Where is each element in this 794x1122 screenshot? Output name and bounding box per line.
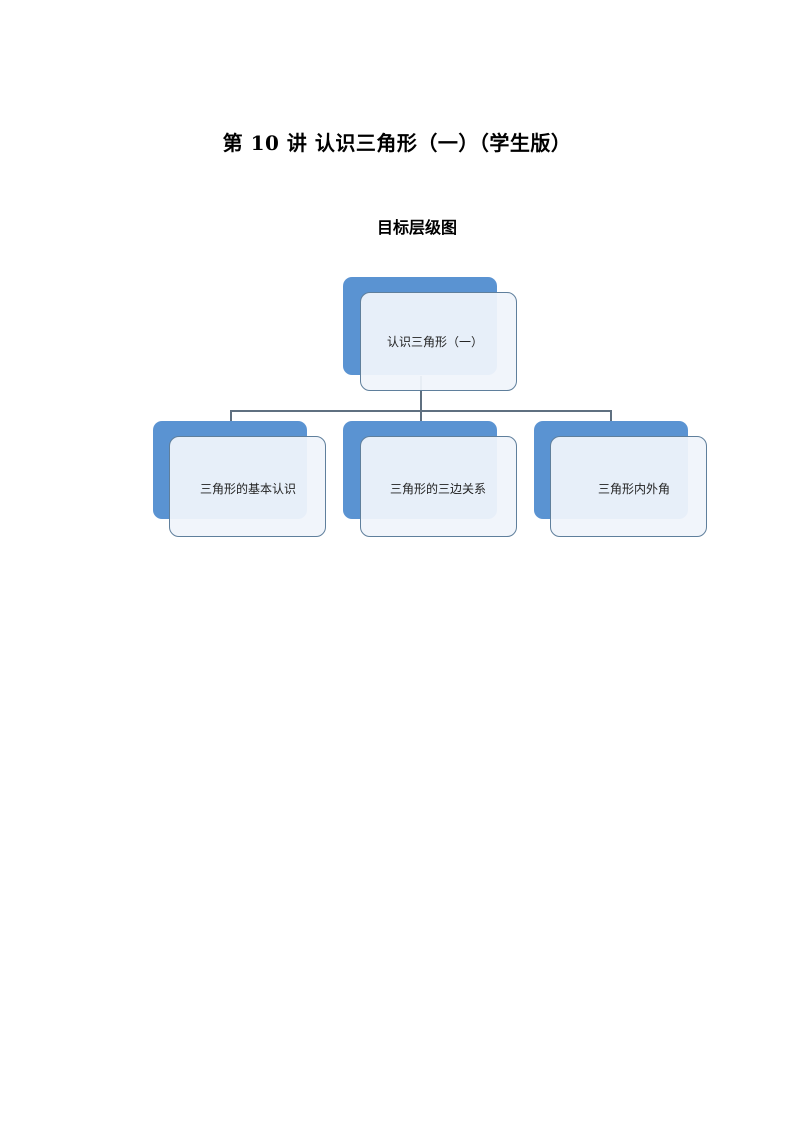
child-node-1-label: 三角形的基本认识 — [199, 482, 296, 496]
connector-child-2 — [420, 410, 422, 422]
child-node-2-front — [360, 436, 517, 537]
connector-child-1 — [230, 410, 232, 422]
root-node-front — [360, 292, 517, 391]
child-node-3-label: 三角形内外角 — [597, 482, 670, 496]
child-node-2-label: 三角形的三边关系 — [389, 482, 486, 496]
connector-child-3 — [610, 410, 612, 422]
child-node-3-front — [550, 436, 707, 537]
root-node-label: 认识三角形（一） — [386, 335, 483, 349]
page-title: 第 10 讲 认识三角形（一）（学生版） — [222, 131, 572, 155]
child-node-1-front — [169, 436, 326, 537]
connector-root-down — [420, 376, 422, 411]
section-heading: 目标层级图 — [376, 218, 457, 237]
